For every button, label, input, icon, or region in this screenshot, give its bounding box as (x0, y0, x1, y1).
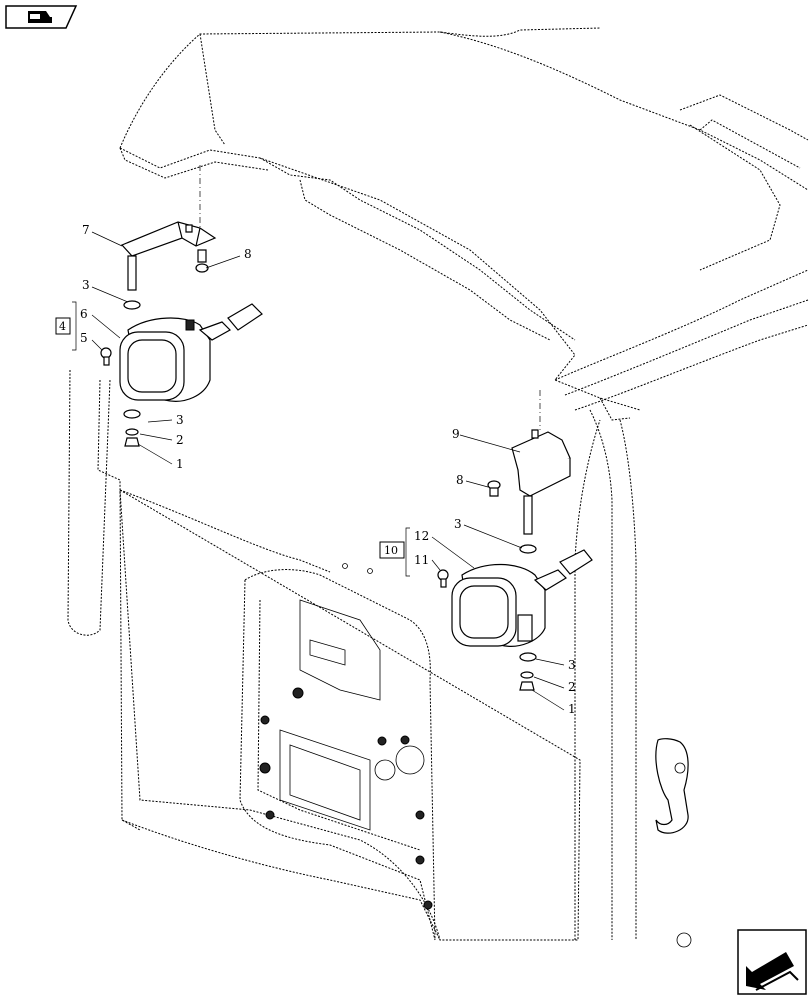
group-box-10-label: 10 (384, 544, 398, 557)
callout-3-left-bottom: 3 (176, 413, 184, 427)
callout-7: 7 (82, 223, 90, 237)
washer-part-3-left-top[interactable] (123, 300, 141, 310)
nut-part-1-right[interactable] (519, 681, 535, 691)
work-lamp-part-12-right[interactable] (451, 549, 593, 647)
bulb-part-5-left[interactable] (100, 347, 112, 366)
callout-1-left: 1 (176, 457, 184, 471)
work-lamp-part-6-left[interactable] (119, 303, 263, 402)
callout-8-right: 8 (456, 473, 464, 487)
rear-window-panel (119, 489, 581, 941)
nut-part-1-left[interactable] (124, 437, 140, 447)
callout-labels: 7 8 3 6 5 3 2 1 9 8 3 12 11 3 2 1 (80, 223, 576, 716)
washer-part-3-right-bottom[interactable] (519, 652, 537, 662)
callout-3-left-top: 3 (82, 278, 90, 292)
direction-arrow-icon[interactable] (737, 929, 807, 995)
callout-11: 11 (414, 553, 429, 567)
callout-5: 5 (80, 331, 88, 345)
group-box-10: 10 (379, 541, 405, 559)
callout-2-left: 2 (176, 433, 184, 447)
bracket-part-7[interactable] (120, 221, 217, 291)
washer-part-3-right-top[interactable] (519, 544, 537, 554)
group-box-4: 4 (55, 317, 71, 335)
cab-left-frame (67, 369, 441, 941)
washer-part-2-left[interactable] (125, 428, 139, 436)
callout-9: 9 (452, 427, 460, 441)
vehicle-cab-icon[interactable] (5, 5, 78, 29)
bracket-part-9[interactable] (511, 429, 571, 535)
callout-2-right: 2 (568, 680, 576, 694)
rear-door-panel (239, 563, 436, 941)
callout-1-right: 1 (568, 702, 576, 716)
callout-3-right-bottom: 3 (568, 658, 576, 672)
leader-lines (72, 231, 565, 711)
left-lamp-assembly (100, 221, 263, 447)
cab-roof-outline (119, 27, 809, 940)
screw-part-8-right[interactable] (487, 480, 501, 497)
callout-8-left: 8 (244, 247, 252, 261)
group-box-4-label: 4 (59, 320, 66, 333)
callout-12: 12 (414, 529, 429, 543)
screw-part-8-left[interactable] (195, 249, 209, 273)
cab-right-handle (655, 738, 692, 948)
right-lamp-assembly (437, 429, 593, 691)
washer-part-2-right[interactable] (520, 671, 534, 679)
bulb-part-11-right[interactable] (437, 569, 449, 588)
callout-3-right-top: 3 (454, 517, 462, 531)
washer-part-3-left-bottom[interactable] (123, 409, 141, 419)
callout-6: 6 (80, 307, 88, 321)
